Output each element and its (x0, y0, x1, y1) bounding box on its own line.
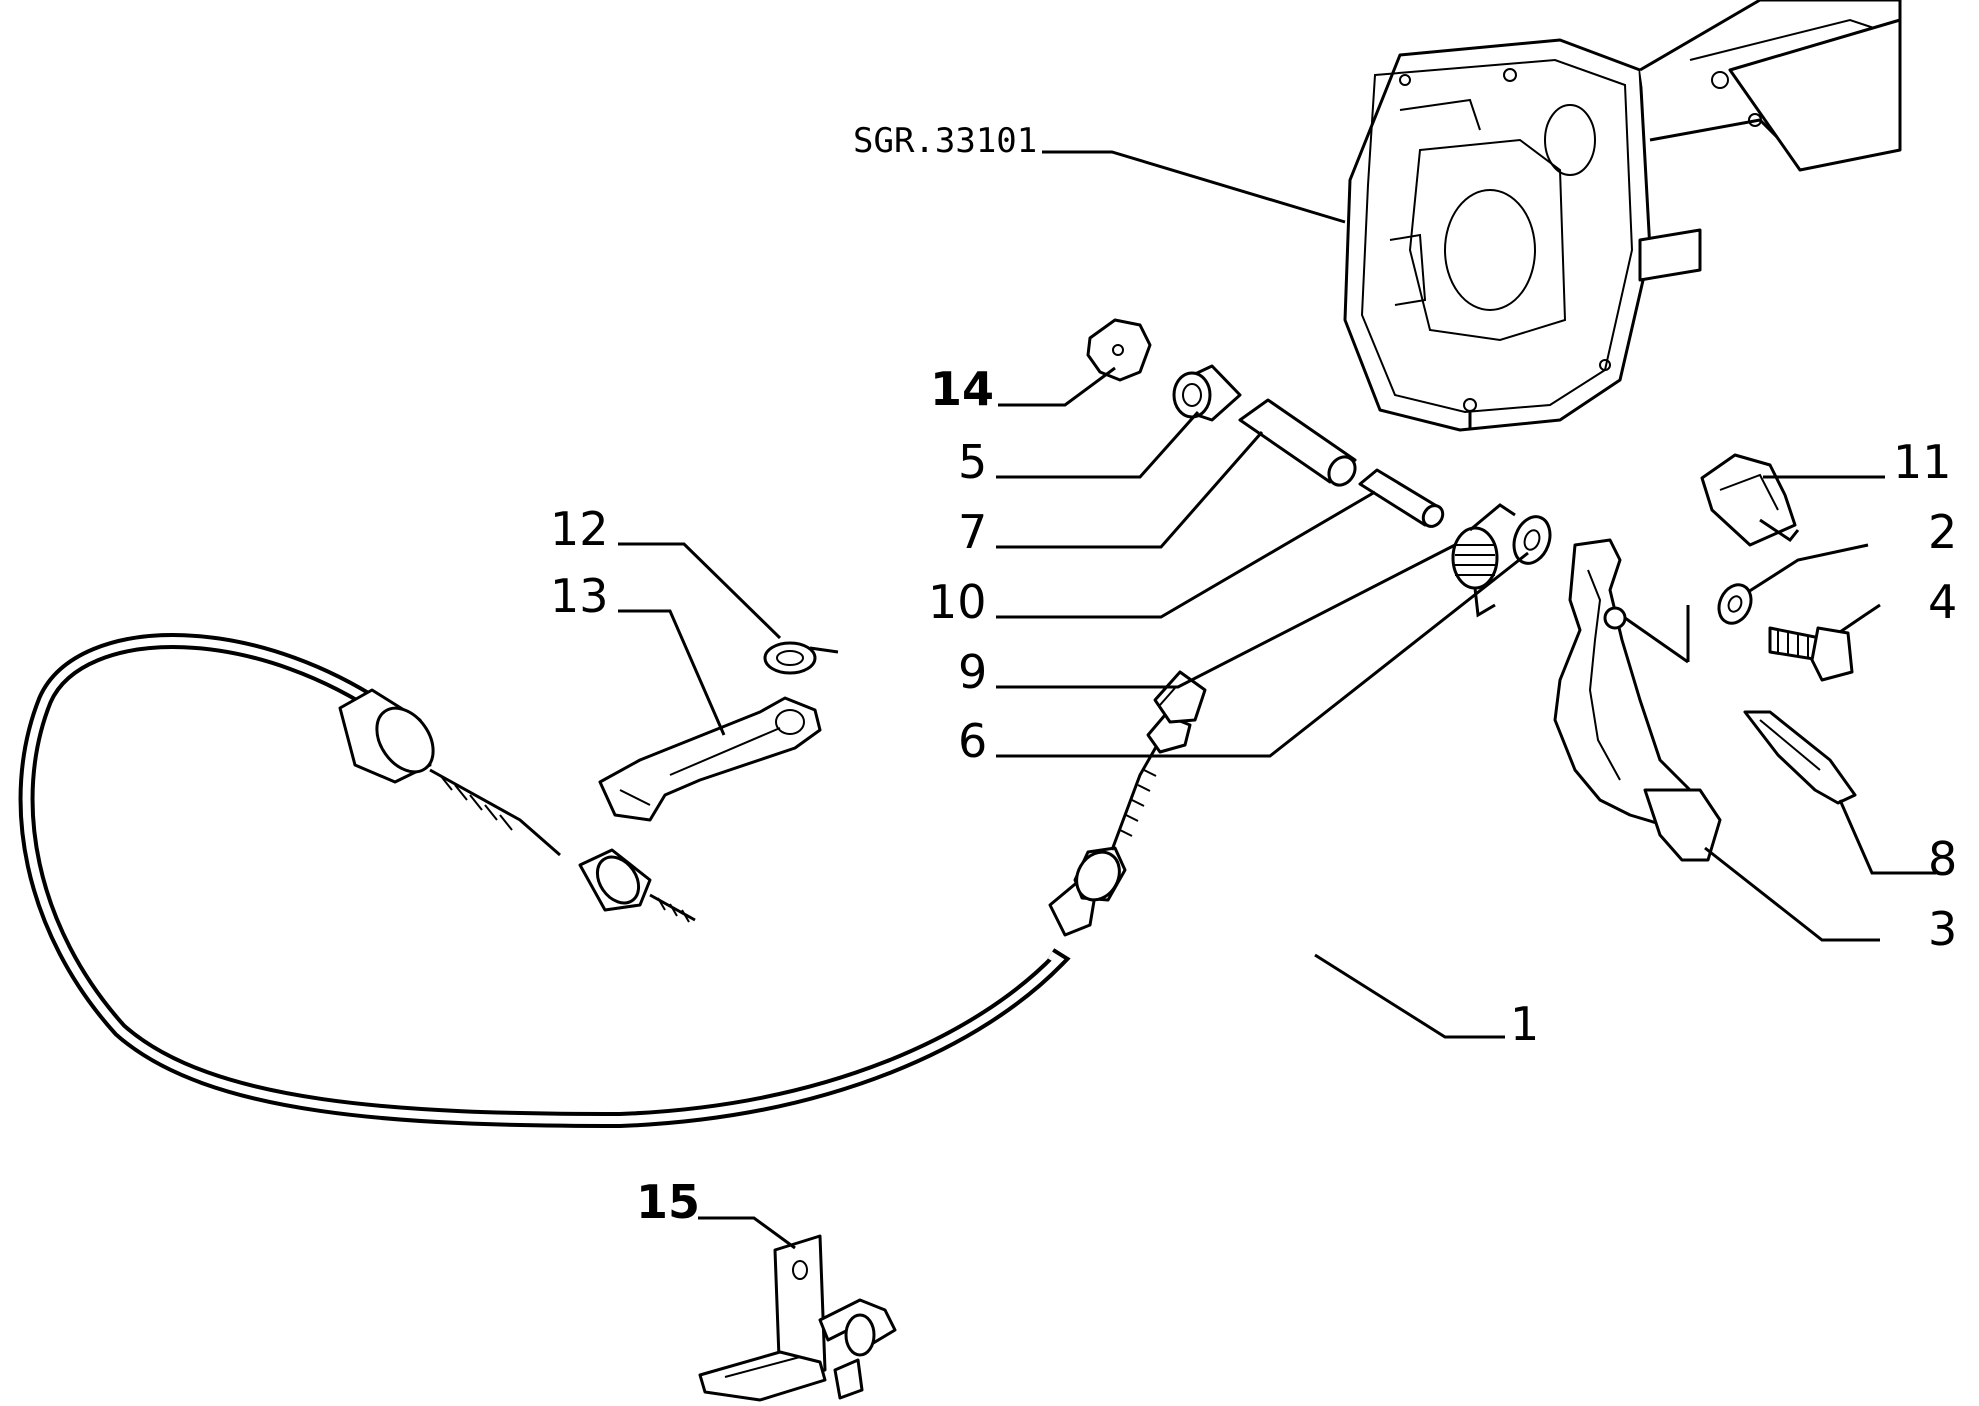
part-1-cable (18, 633, 1207, 1129)
leader-1 (1314, 953, 1505, 1039)
callout-3: 3 (1928, 902, 1957, 956)
callout-10: 10 (928, 575, 987, 629)
leader-4 (1839, 603, 1881, 634)
leader-12 (618, 542, 782, 640)
callout-1: 1 (1510, 997, 1539, 1051)
part-11-clip (1700, 453, 1800, 547)
callout-13: 13 (550, 569, 609, 623)
callout-5: 5 (958, 435, 987, 489)
leader-10 (996, 490, 1376, 619)
callout-8: 8 (1928, 832, 1957, 886)
callout-4: 4 (1928, 575, 1957, 629)
leader-14 (998, 366, 1116, 407)
leader-9 (996, 543, 1456, 689)
callout-12: 12 (550, 502, 609, 556)
part-10-pin (1358, 468, 1445, 528)
part-5-bushing (1172, 364, 1242, 422)
callout-labels: SGR.33101 14 5 7 10 9 6 11 2 4 8 3 1 12 … (550, 121, 1957, 1229)
leader-5 (996, 411, 1200, 479)
callout-15: 15 (636, 1175, 700, 1229)
leader-sgr (1042, 150, 1346, 224)
part-15-bracket (698, 1234, 897, 1402)
leader-7 (996, 431, 1264, 549)
callout-7: 7 (958, 505, 987, 559)
part-9-spring (1451, 503, 1516, 618)
callout-11: 11 (1893, 435, 1952, 489)
leader-8 (1838, 799, 1936, 875)
pedal-box-assembly (1343, 0, 1902, 432)
part-2-nut (1686, 583, 1753, 662)
part-13-lever (598, 696, 822, 822)
leader-6 (996, 551, 1529, 758)
part-14-plate (1086, 318, 1152, 382)
part-3-pedal (1553, 538, 1722, 862)
callout-9: 9 (958, 645, 987, 699)
callout-14: 14 (930, 362, 994, 416)
leader-15 (698, 1216, 796, 1250)
leader-2 (1747, 543, 1869, 594)
part-6-washer (1512, 515, 1552, 565)
part-7-tube (1238, 398, 1357, 487)
part-12-circlip (763, 641, 839, 675)
leader-13 (618, 609, 726, 736)
leader-lines (618, 150, 1936, 1250)
part-4-bolt (1768, 626, 1854, 682)
leader-3 (1704, 846, 1880, 942)
reference-code: SGR.33101 (853, 121, 1037, 161)
callout-2: 2 (1928, 505, 1957, 559)
part-8-pad (1743, 710, 1857, 805)
callout-6: 6 (958, 714, 987, 768)
